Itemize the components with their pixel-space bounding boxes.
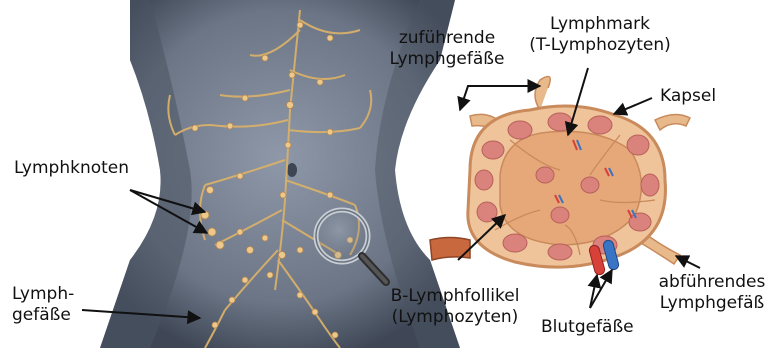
label-efferent: abführendes Lymphgefäß — [652, 272, 772, 314]
label-b-follicle-line1: B-Lymphfollikel — [380, 286, 530, 307]
label-medulla-line1: Lymphmark — [525, 14, 675, 35]
label-lymph-vessels-line2: gefäße — [12, 305, 74, 326]
label-capsule: Kapsel — [660, 86, 716, 107]
label-efferent-line1: abführendes — [652, 272, 772, 293]
label-efferent-line2: Lymphgefäß — [652, 293, 772, 314]
label-medulla-line2: (T-Lymphozyten) — [525, 35, 675, 56]
label-b-follicle-line2: (Lymphozyten) — [380, 307, 530, 328]
label-lymph-vessels: Lymph- gefäße — [12, 284, 74, 326]
label-afferent-line1: zuführende — [387, 28, 507, 49]
label-afferent-line2: Lymphgefäße — [387, 49, 507, 70]
label-medulla: Lymphmark (T-Lymphozyten) — [525, 14, 675, 56]
label-lymph-nodes: Lymphknoten — [14, 158, 129, 179]
label-b-follicle: B-Lymphfollikel (Lymphozyten) — [380, 286, 530, 328]
label-afferent: zuführende Lymphgefäße — [387, 28, 507, 70]
lymph-node-cross-section — [430, 76, 690, 275]
label-blood-vessels: Blutgefäße — [541, 317, 634, 338]
label-lymph-vessels-line1: Lymph- — [12, 284, 74, 305]
